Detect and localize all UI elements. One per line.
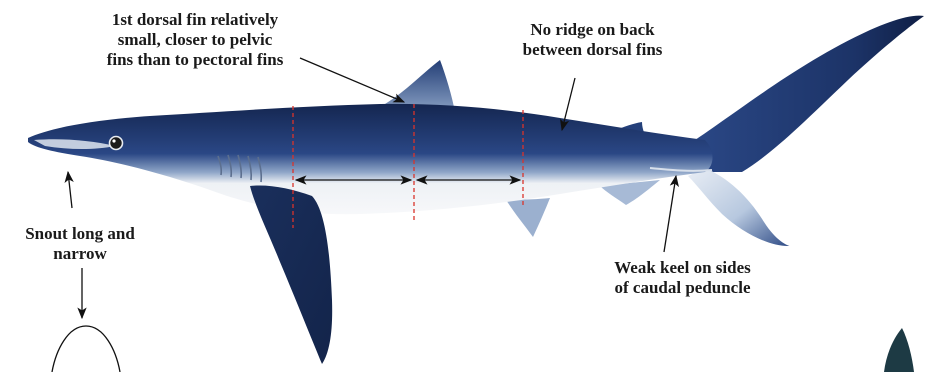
label-snout: Snout long and narrow bbox=[0, 224, 160, 264]
label-line: Snout long and bbox=[0, 224, 160, 244]
shark-eye bbox=[110, 137, 123, 150]
label-no-ridge: No ridge on back between dorsal fins bbox=[500, 20, 685, 60]
label-keel: Weak keel on sides of caudal peduncle bbox=[565, 258, 800, 298]
label-dorsal-fin: 1st dorsal fin relatively small, closer … bbox=[45, 10, 345, 70]
keel-pointer bbox=[664, 176, 676, 252]
pectoral-fin bbox=[250, 185, 332, 364]
label-line: Weak keel on sides bbox=[565, 258, 800, 278]
label-line: 1st dorsal fin relatively bbox=[45, 10, 345, 30]
snout-outline-view bbox=[52, 326, 120, 372]
label-line: No ridge on back bbox=[500, 20, 685, 40]
caudal-fin-upper-lobe bbox=[695, 16, 924, 172]
label-line: narrow bbox=[0, 244, 160, 264]
caudal-fin-lower-lobe bbox=[688, 168, 790, 246]
snout-pointer bbox=[68, 172, 72, 208]
eye-glint bbox=[112, 139, 115, 142]
partial-shark-view bbox=[884, 328, 914, 372]
label-line: small, closer to pelvic bbox=[45, 30, 345, 50]
label-line: between dorsal fins bbox=[500, 40, 685, 60]
shark-body bbox=[28, 104, 713, 214]
pelvic-fin bbox=[505, 198, 550, 237]
label-line: of caudal peduncle bbox=[565, 278, 800, 298]
label-line: fins than to pectoral fins bbox=[45, 50, 345, 70]
